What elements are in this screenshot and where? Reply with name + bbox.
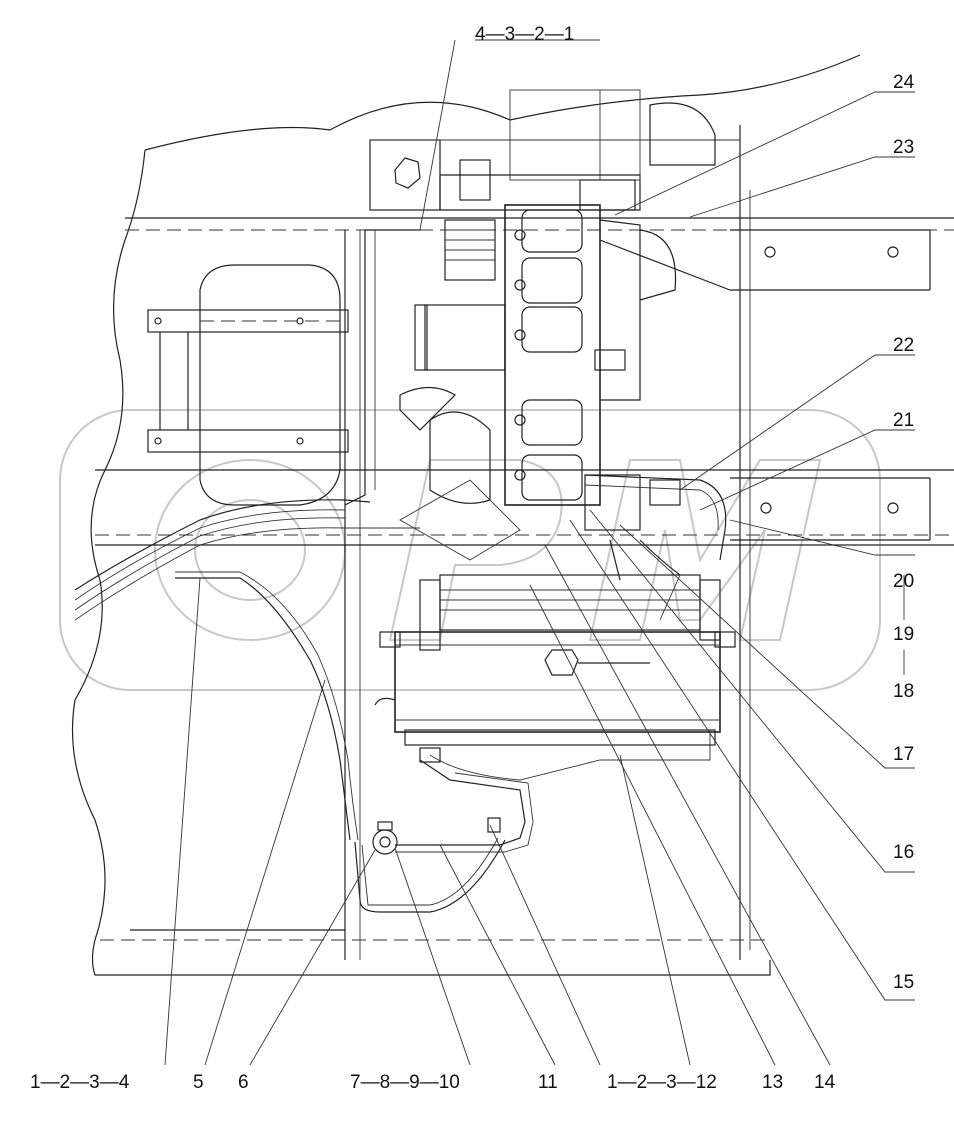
label-1-2-3-4: 1—2—3—4 — [30, 1072, 130, 1093]
radiator — [374, 574, 736, 746]
lower-pipes — [175, 571, 711, 913]
label-23: 23 — [893, 137, 914, 158]
turbo-intake — [399, 219, 521, 561]
label-11: 11 — [538, 1072, 558, 1093]
label-22: 22 — [893, 335, 914, 356]
frame-outline — [71, 54, 861, 976]
label-15: 15 — [893, 972, 914, 993]
label-16: 16 — [893, 842, 914, 863]
label-17: 17 — [893, 744, 914, 765]
label-19: 19 — [893, 624, 914, 645]
engine-top — [369, 89, 740, 211]
frame-rails — [95, 217, 954, 941]
label-21: 21 — [893, 410, 914, 431]
label-5: 5 — [193, 1072, 204, 1093]
label-7-8-9-10: 7—8—9—10 — [350, 1072, 460, 1093]
callout-labels: 4—3—2—1 24 23 22 21 20 19 18 17 16 15 1—… — [30, 24, 915, 1093]
label-18: 18 — [893, 681, 914, 702]
leader-lines — [164, 39, 915, 1066]
label-20: 20 — [893, 571, 914, 592]
label-4-3-2-1-top: 4—3—2—1 — [475, 24, 574, 45]
right-hoses — [584, 474, 727, 621]
label-1-2-3-12: 1—2—3—12 — [607, 1072, 717, 1093]
label-13: 13 — [762, 1072, 783, 1093]
label-6: 6 — [238, 1072, 249, 1093]
watermark — [59, 409, 881, 691]
cylinder-head — [504, 204, 731, 506]
left-bracket — [147, 264, 349, 506]
label-24: 24 — [893, 72, 915, 93]
label-14: 14 — [814, 1072, 836, 1093]
air-pipe — [74, 229, 420, 621]
